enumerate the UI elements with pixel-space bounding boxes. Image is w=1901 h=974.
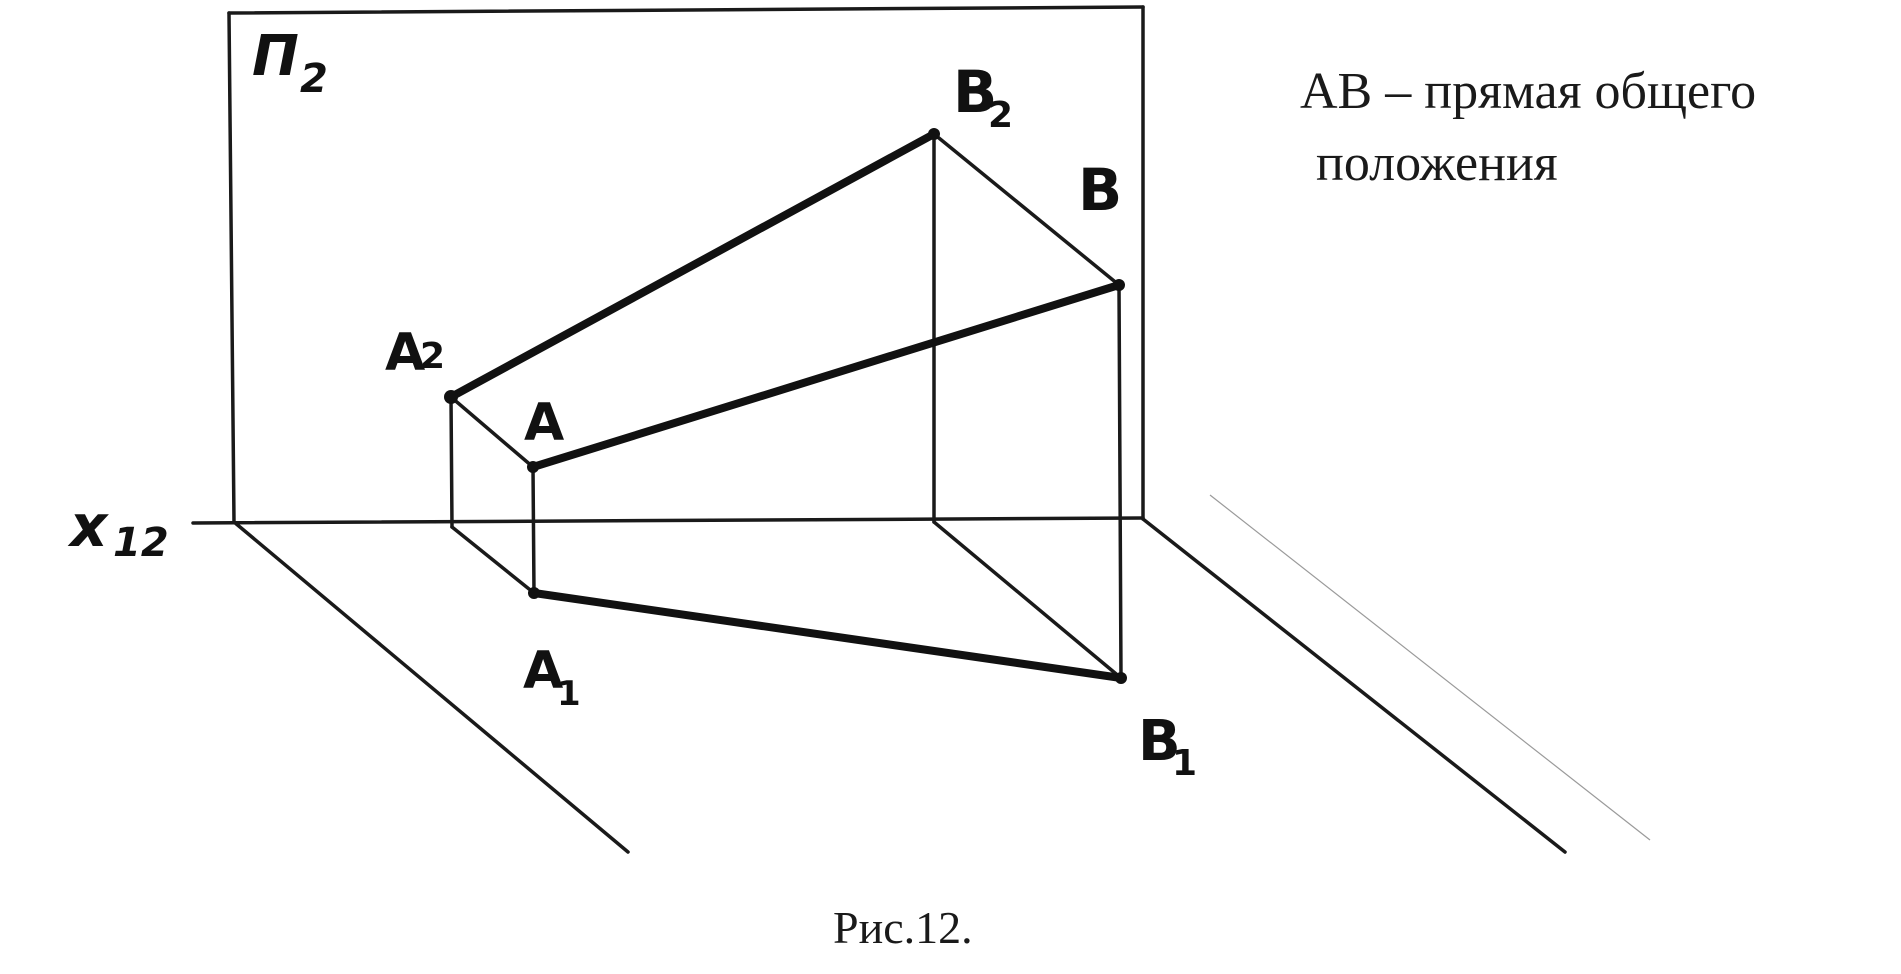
label-b2-sub: 2 (988, 95, 1013, 136)
label-a: A (524, 393, 564, 453)
label-a2-sub: 2 (420, 336, 445, 377)
line-a-b (529, 281, 1123, 471)
label-b1: B (1138, 709, 1181, 774)
a-a1-vertical-line (531, 465, 536, 595)
figure-caption: Рис.12. (833, 902, 973, 953)
line-a2-b2 (447, 130, 938, 401)
point-b1 (1115, 672, 1127, 684)
axis-b1-connector (932, 520, 1123, 680)
a2-vertical-line (449, 395, 454, 529)
label-a2: A (385, 323, 425, 383)
point-a1 (528, 587, 540, 599)
b2-b-connector (932, 132, 1121, 287)
caption-line-1: AB – прямая общего (1300, 63, 1756, 120)
point-a (527, 461, 539, 473)
point-b2 (928, 128, 940, 140)
label-plane-p2-sub: 2 (300, 56, 328, 102)
label-axis-x-sub: 12 (113, 520, 169, 566)
point-a2 (444, 390, 458, 404)
label-b2: B (953, 58, 997, 126)
frontal-plane-p2 (227, 5, 1145, 524)
axis-x12-line (191, 516, 1145, 525)
point-b (1113, 279, 1125, 291)
label-b1-sub: 1 (1172, 743, 1197, 784)
b-b1-vertical-line (1117, 283, 1123, 680)
label-plane-p2: П (252, 24, 299, 89)
label-b: B (1078, 156, 1122, 224)
label-a1-sub: 1 (557, 674, 581, 714)
caption-line-2: положения (1316, 135, 1558, 192)
axis-a1-connector (450, 525, 536, 595)
label-a1: A (523, 641, 563, 701)
horizontal-plane-right-edge (1141, 517, 1567, 854)
scan-artifact-line (1209, 494, 1651, 841)
horizontal-plane-left-edge (232, 520, 630, 854)
label-axis-x: x (67, 492, 109, 560)
a2-a-connector (449, 395, 535, 469)
line-a1-b1 (530, 589, 1125, 682)
